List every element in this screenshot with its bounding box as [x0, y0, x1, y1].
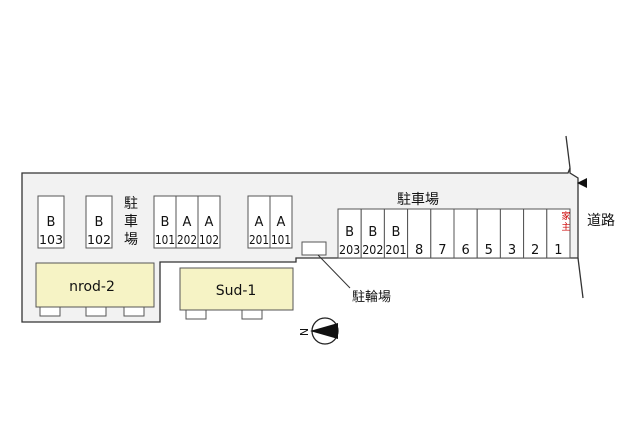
parking-space-building: B [161, 215, 170, 230]
parking-space-building: B [47, 215, 56, 230]
parking-label-left: 駐車場 [124, 196, 138, 248]
parking-space [37, 195, 65, 249]
parking-space-number: 5 [485, 243, 493, 258]
parking-space [269, 195, 293, 249]
parking-group-center: A 201 A 101 [247, 195, 293, 249]
parking-label-right: 駐車場 [397, 191, 439, 208]
parking-space-number: 101 [155, 233, 175, 247]
bicycle-parking-box [301, 241, 327, 256]
parking-group-left: B 103 B 102 [37, 195, 113, 249]
parking-space-number: 101 [271, 233, 291, 247]
svg-text:主: 主 [561, 221, 570, 233]
road-label: 道路 [587, 213, 615, 229]
parking-space-building: A [277, 215, 286, 230]
parking-space-number: 203 [339, 243, 360, 257]
parking-space-number: 202 [362, 243, 383, 257]
svg-text:家: 家 [561, 210, 570, 222]
parking-space-number: 8 [415, 243, 423, 258]
parking-space-number: 3 [508, 243, 516, 258]
compass-icon: N [298, 317, 339, 345]
road-edge-bottom [577, 257, 584, 299]
building-label: Sud-1 [216, 283, 257, 299]
parking-space-building: A [205, 215, 214, 230]
owner-marker: 家 主 [561, 210, 570, 233]
parking-space-number: 2 [531, 243, 539, 258]
parking-space-number: 103 [39, 233, 63, 247]
bicycle-parking-label: 駐輪場 [352, 289, 391, 305]
entrance-arrow-icon [577, 178, 587, 188]
parking-space [85, 195, 113, 249]
parking-space-number: 102 [87, 233, 111, 247]
parking-space-building: B [392, 225, 401, 240]
building-sud-1: Sud-1 [179, 267, 294, 320]
parking-space-number: 1 [554, 243, 562, 258]
parking-space-number: 201 [385, 243, 406, 257]
parking-space-building: B [345, 225, 354, 240]
svg-text:駐車場: 駐車場 [124, 196, 138, 248]
bicycle-parking-leader [317, 254, 351, 289]
parking-space-number: 201 [249, 233, 269, 247]
parking-space-building: A [183, 215, 192, 230]
parking-group-center-left: B 101 A 202 A 102 [153, 195, 221, 249]
parking-space-number: 102 [199, 233, 219, 247]
building-label: nrod-2 [69, 279, 115, 295]
building-nrod-2: nrod-2 [35, 262, 155, 317]
parking-space-number: 6 [461, 243, 469, 258]
parking-space-building: B [95, 215, 104, 230]
compass-north-label: N [298, 328, 311, 336]
parking-space-number: 7 [438, 243, 446, 258]
parking-space-building: A [255, 215, 264, 230]
parking-space-building: B [368, 225, 377, 240]
road-edge-top [565, 135, 571, 169]
parking-space [546, 208, 571, 259]
parking-space [197, 195, 221, 249]
parking-space-number: 202 [177, 233, 197, 247]
